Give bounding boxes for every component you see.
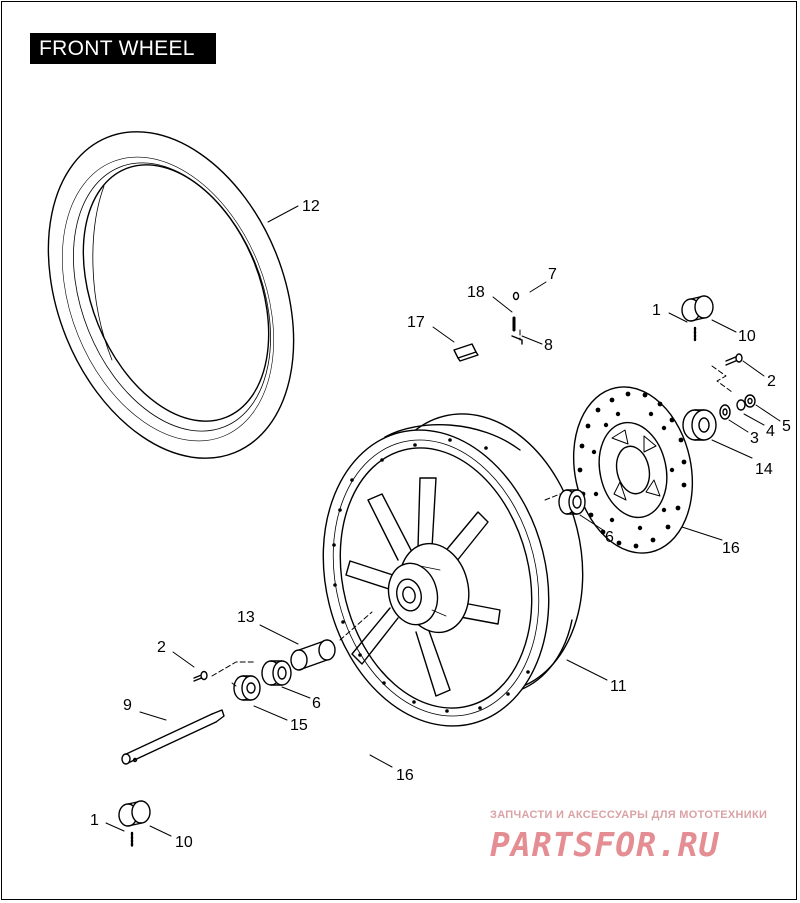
assembly-lines bbox=[211, 329, 733, 687]
tire bbox=[47, 131, 295, 459]
wheel-hub bbox=[387, 542, 470, 634]
spokes bbox=[345, 477, 501, 697]
axle bbox=[121, 709, 225, 765]
callout-labels: 12 7 18 17 8 1 10 2 5 4 3 14 6 16 13 2 6… bbox=[90, 198, 791, 851]
callout-11: 11 bbox=[610, 678, 627, 695]
callout-5: 5 bbox=[782, 418, 791, 435]
bearing-spacer-right bbox=[682, 409, 717, 441]
callout-16-disc: 16 bbox=[722, 540, 740, 557]
callout-8: 8 bbox=[544, 337, 553, 354]
callout-2-lower: 2 bbox=[157, 639, 166, 656]
valve-stem bbox=[511, 291, 523, 345]
disc-holes bbox=[577, 391, 687, 549]
callout-15: 15 bbox=[290, 717, 308, 734]
callout-13: 13 bbox=[237, 609, 255, 626]
callout-6-upper: 6 bbox=[605, 529, 614, 546]
callout-1-top: 1 bbox=[652, 302, 661, 319]
bearing-upper bbox=[558, 489, 586, 515]
watermark-logo: PARTSFOR.RU bbox=[490, 825, 720, 864]
callout-4: 4 bbox=[766, 423, 775, 440]
callout-7: 7 bbox=[548, 266, 557, 283]
leader-lines bbox=[105, 205, 781, 837]
wheel bbox=[322, 413, 584, 727]
brake-disc bbox=[572, 386, 694, 554]
callout-14: 14 bbox=[755, 461, 773, 478]
callout-17: 17 bbox=[407, 314, 425, 331]
bushing-bottom bbox=[118, 800, 151, 848]
callout-10-top: 10 bbox=[738, 328, 756, 345]
callout-16-lower: 16 bbox=[396, 767, 414, 784]
bearing-lower bbox=[261, 660, 292, 686]
screw-lower bbox=[193, 670, 208, 682]
callout-10-bottom: 10 bbox=[175, 834, 193, 851]
spacer-lower bbox=[233, 675, 261, 701]
diagram-title: FRONT WHEEL bbox=[30, 33, 216, 64]
washers-nut bbox=[719, 394, 756, 420]
callout-1-bottom: 1 bbox=[90, 812, 99, 829]
callout-12: 12 bbox=[302, 198, 320, 215]
bushing-top bbox=[681, 295, 714, 342]
watermark-tagline: ЗАПЧАСТИ И АКСЕССУАРЫ ДЛЯ МОТОТЕХНИКИ bbox=[490, 809, 768, 821]
spacer-tube bbox=[290, 639, 336, 671]
callout-9: 9 bbox=[123, 697, 132, 714]
screw-top bbox=[725, 353, 743, 366]
callout-18: 18 bbox=[467, 284, 485, 301]
balance-weight bbox=[453, 343, 479, 362]
callout-2-top: 2 bbox=[767, 373, 776, 390]
callout-3: 3 bbox=[750, 430, 759, 447]
callout-6-lower: 6 bbox=[312, 695, 321, 712]
rim-bolt-holes bbox=[332, 438, 530, 713]
